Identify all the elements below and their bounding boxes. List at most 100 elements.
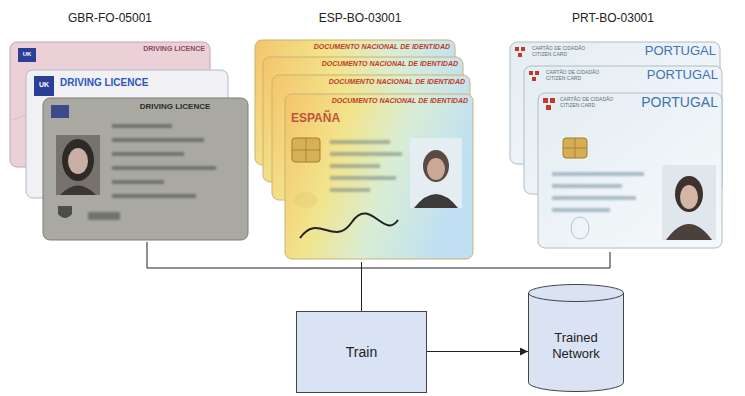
card-text-holder: UK [23,51,32,58]
card-text-holder: DOCUMENTO NACIONAL DE IDENTIDAD [329,78,465,86]
citizen-card-stack [543,98,555,110]
licence-card-stack [58,206,72,218]
card-text: PORTUGAL [645,44,716,58]
stack-heading: PRT-BO-03001 [533,11,693,25]
citizen-card-stack [552,172,644,212]
identity-card-stack [293,192,317,208]
citizen-card-stack [518,53,522,57]
process-label: Train [346,344,377,361]
card-stack: GBR-FO-05001 [8,8,250,242]
identity-card-stack [330,176,396,180]
identity-card-stack [330,164,380,168]
identity-card-stack [285,94,473,259]
identity-card-stack [292,138,320,162]
citizen-card-stack [552,208,610,212]
card-text: DRIVING LICENCE [60,77,148,88]
card-text: CARTÃO DE CIDADÃO CITIZEN CARD [560,97,620,108]
card-text: DRIVING LICENCE [140,103,211,112]
licence-card-stack [34,76,54,96]
identity-card-stack [255,40,473,259]
citizen-card-stack [662,165,716,240]
cylinder-top [529,285,624,302]
card-text: DOCUMENTO NACIONAL DE IDENTIDAD [322,60,458,68]
identity-card-stack [300,214,398,238]
licence-card-stack [88,212,120,220]
card-text-holder: DOCUMENTO NACIONAL DE IDENTIDAD [314,43,450,51]
licence-card-stack [112,166,216,170]
licence-card-stack [18,48,36,62]
citizen-card-stack [571,217,589,239]
card-text-holder: PORTUGAL [641,95,718,110]
licence-card-stack [10,42,248,240]
citizen-card-stack [552,172,644,176]
citizen-card-stack [552,196,636,200]
citizen-card-stack [666,224,712,240]
citizen-card-stack [521,47,525,51]
licence-card-stack [68,148,88,174]
card-text: DOCUMENTO NACIONAL DE IDENTIDAD [314,43,450,51]
identity-card-stack [330,140,402,192]
store-label: Trained Network [536,330,616,361]
card-text-holder: CARTÃO DE CIDADÃO CITIZEN CARD [532,46,592,57]
citizen-card-stack [529,71,533,75]
card-text-holder: PORTUGAL [645,44,716,58]
card-text-holder: DOCUMENTO NACIONAL DE IDENTIDAD [322,60,458,68]
identity-card-stack [330,188,370,192]
card-text: ESPAÑA [291,112,340,125]
identity-card-stack [330,152,402,156]
card-text: DOCUMENTO NACIONAL DE IDENTIDAD [329,78,465,86]
citizen-card-stack [515,47,525,57]
citizen-card-stack [552,184,622,188]
card-text-holder: DRIVING LICENCE [140,103,211,112]
merge-line [147,242,362,311]
licence-card-stack [60,186,96,196]
card-text: CARTÃO DE CIDADÃO CITIZEN CARD [532,46,592,57]
citizen-card-stack [563,138,587,158]
citizen-card-stack [680,185,698,209]
card-text: CARTÃO DE CIDADÃO CITIZEN CARD [546,70,606,81]
citizen-card-stack [546,105,551,110]
licence-card-stack [112,124,172,128]
process-box: Train [296,311,427,393]
identity-card-stack [423,150,449,182]
identity-card-stack [410,138,462,208]
card-text: UK [23,51,32,58]
citizen-card-stack [515,47,519,51]
card-text-holder: ESPAÑA [291,112,340,125]
citizen-card-stack [538,93,722,248]
identity-card-stack [414,194,458,208]
citizen-card-stack [675,176,703,212]
citizen-card-stack [543,98,548,103]
card-text-holder: DOCUMENTO NACIONAL DE IDENTIDAD [332,97,468,105]
card-text: UK [39,81,49,89]
licence-card-stack [62,139,94,181]
card-text: DOCUMENTO NACIONAL DE IDENTIDAD [332,97,468,105]
licence-card-stack [88,124,216,220]
citizen-card-stack [550,98,555,103]
identity-card-stack [330,140,390,144]
cylinder-body [529,293,624,392]
card-text-holder: UK [39,81,49,89]
flow-arrow [427,351,528,352]
stack-heading: GBR-FO-05001 [30,11,190,25]
licence-card-stack [112,138,204,142]
licence-card-stack [43,98,248,240]
card-text-holder: PORTUGAL [647,68,718,82]
citizen-card-stack [563,138,587,158]
citizen-card-stack [535,71,539,75]
card-text: PORTUGAL [647,68,718,82]
licence-card-stack [112,152,184,156]
card-text-holder: CARTÃO DE CIDADÃO CITIZEN CARD [560,97,620,108]
database-cylinder: Trained Network [528,284,624,392]
stack-heading: ESP-BO-03001 [280,11,440,25]
citizen-card-stack [532,77,536,81]
licence-card-stack [56,135,100,195]
card-text: DRIVING LICENCE [143,45,205,53]
card-text: PORTUGAL [641,95,718,110]
card-text-holder: DRIVING LICENCE [60,77,148,88]
licence-card-stack [112,180,164,184]
citizen-card-stack [529,71,539,81]
card-text-holder: CARTÃO DE CIDADÃO CITIZEN CARD [546,70,606,81]
identity-card-stack [292,138,320,162]
